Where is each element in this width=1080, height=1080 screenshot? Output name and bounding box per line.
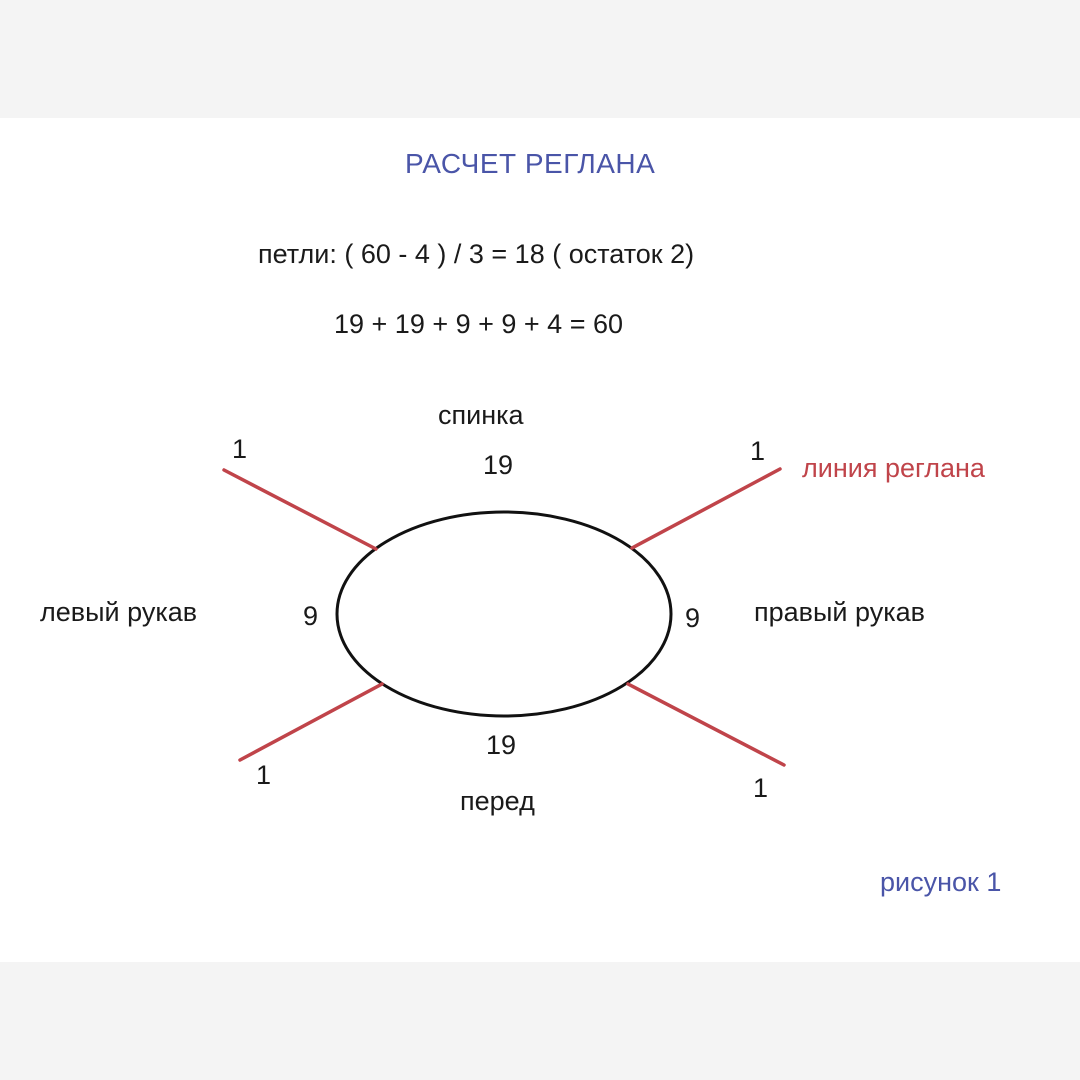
raglan-line-bottom-left	[238, 682, 384, 762]
bottom-band	[0, 962, 1080, 1080]
raglan-line-label: линия реглана	[802, 453, 985, 483]
formula-line-2: 19 + 19 + 9 + 9 + 4 = 60	[334, 309, 623, 339]
neckline-ellipse	[335, 510, 673, 718]
page-title: РАСЧЕТ РЕГЛАНА	[405, 148, 656, 179]
label-front: перед	[460, 786, 535, 816]
corner-top-left: 1	[232, 434, 248, 464]
formula-line-1: петли: ( 60 - 4 ) / 3 = 18 ( остаток 2)	[258, 239, 695, 269]
label-right-sleeve: правый рукав	[754, 597, 925, 627]
raglan-line-bottom-right	[626, 682, 786, 767]
count-right-sleeve: 9	[685, 603, 701, 633]
diagram-sheet	[0, 118, 1080, 962]
top-band	[0, 0, 1080, 118]
label-left-sleeve: левый рукав	[40, 597, 198, 627]
count-front: 19	[486, 730, 517, 760]
corner-top-right: 1	[750, 436, 766, 466]
corner-bottom-right: 1	[753, 773, 769, 803]
count-back: 19	[483, 450, 514, 480]
figure-caption: рисунок 1	[880, 867, 1002, 897]
corner-bottom-left: 1	[256, 760, 272, 790]
label-back: спинка	[438, 400, 524, 430]
raglan-line-top-left	[222, 468, 378, 551]
count-left-sleeve: 9	[303, 601, 319, 631]
raglan-line-top-right	[630, 467, 782, 550]
